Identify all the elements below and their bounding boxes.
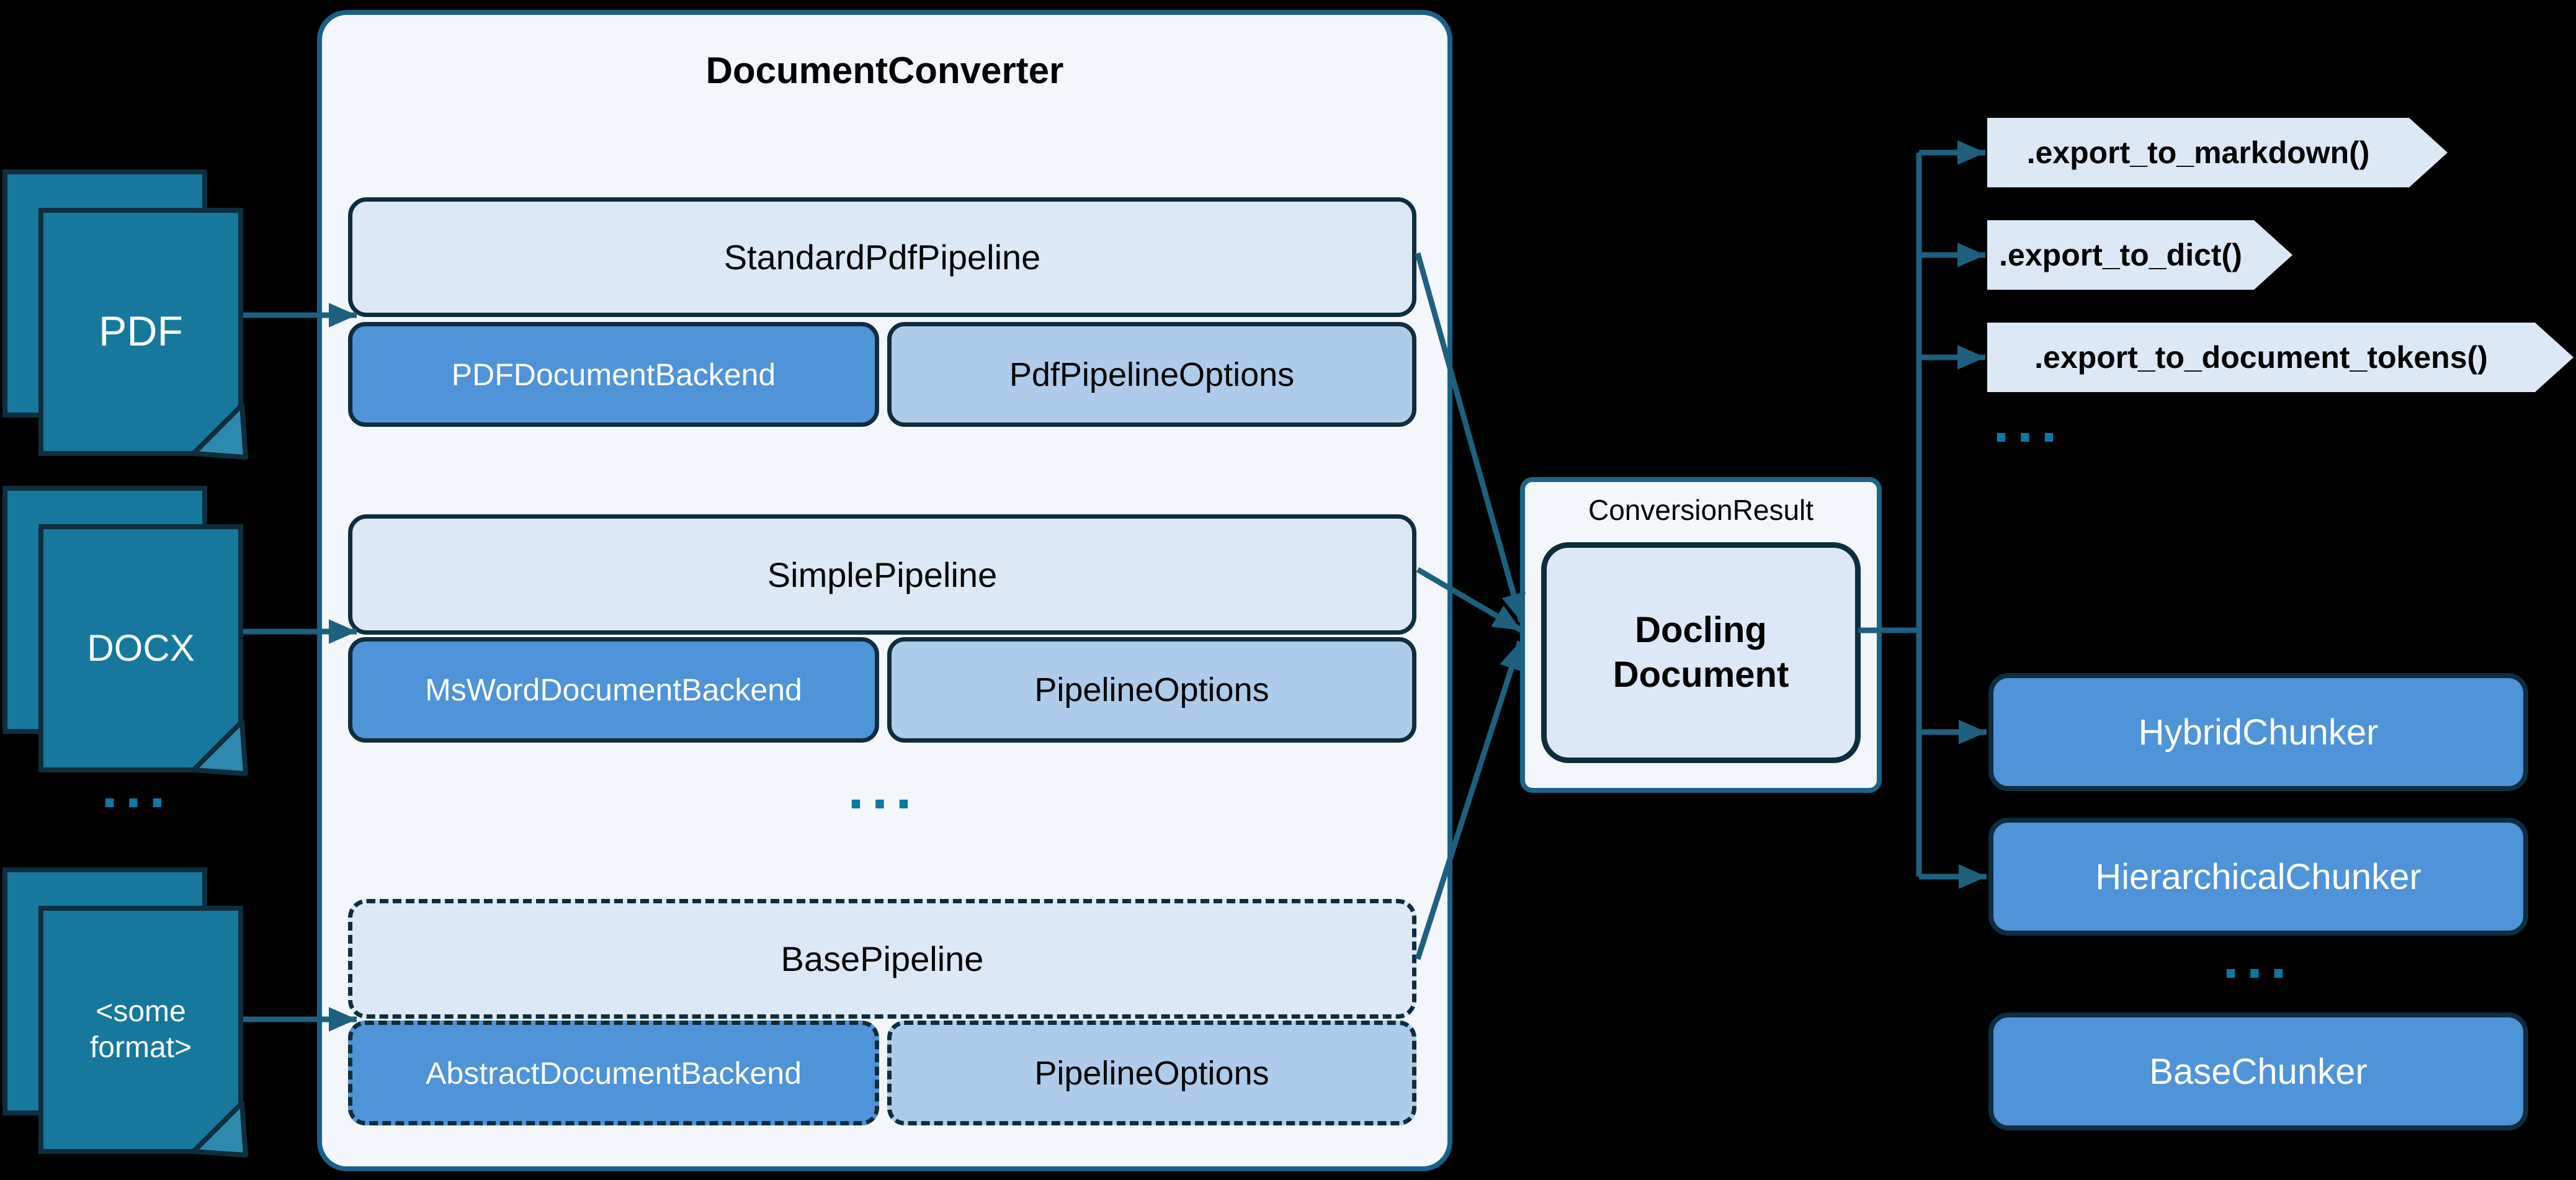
pipeline-group-base: BasePipeline AbstractDocumentBackend Pip… xyxy=(348,899,1416,1125)
docling-document-label-line2: Document xyxy=(1612,655,1789,695)
conversion-result-label: ConversionResult xyxy=(1588,494,1814,526)
base-pipeline-subrow: AbstractDocumentBackend PipelineOptions xyxy=(348,1021,1416,1125)
export-to-dict-shape: .export_to_dict() xyxy=(1987,220,2292,290)
base-pipeline-options-label: PipelineOptions xyxy=(1034,1054,1269,1092)
source-pdf: PDF xyxy=(2,169,248,460)
base-chunker-box: BaseChunker xyxy=(1988,1012,2528,1130)
exports-ellipsis: ... xyxy=(1993,389,2065,455)
standard-pdf-pipeline-label: StandardPdfPipeline xyxy=(723,238,1041,277)
chunkers-ellipsis: ... xyxy=(2222,925,2294,991)
simple-pipeline-label: SimplePipeline xyxy=(767,555,998,594)
pdf-front-page: PDF xyxy=(38,208,243,456)
hierarchical-chunker-label: HierarchicalChunker xyxy=(2095,856,2422,897)
pipeline-options-label: PipelineOptions xyxy=(1034,671,1269,708)
docling-document-box: Docling Document xyxy=(1541,542,1861,763)
page-fold-icon xyxy=(191,719,248,776)
some-format-label-line2: format> xyxy=(89,1031,192,1064)
docx-label: DOCX xyxy=(87,627,195,669)
base-pipeline-options-box: PipelineOptions xyxy=(887,1021,1416,1125)
abstract-document-backend-label: AbstractDocumentBackend xyxy=(426,1055,802,1091)
pdf-document-backend-box: PDFDocumentBackend xyxy=(348,322,879,427)
hierarchical-chunker-box: HierarchicalChunker xyxy=(1988,818,2528,936)
some-format-label-line1: <some xyxy=(96,995,186,1029)
abstract-document-backend-box: AbstractDocumentBackend xyxy=(348,1021,879,1125)
source-docx: DOCX xyxy=(2,486,248,776)
export-to-document-tokens-label: .export_to_document_tokens() xyxy=(2034,340,2488,375)
some-format-front-page: <some format> xyxy=(38,906,243,1154)
base-chunker-label: BaseChunker xyxy=(2149,1051,2368,1092)
conversion-result-box: ConversionResult Docling Document xyxy=(1520,477,1882,793)
export-to-document-tokens-shape: .export_to_document_tokens() xyxy=(1987,323,2574,392)
ms-word-document-backend-box: MsWordDocumentBackend xyxy=(348,637,879,743)
export-to-dict-label: .export_to_dict() xyxy=(1999,238,2242,272)
hybrid-chunker-box: HybridChunker xyxy=(1988,673,2528,791)
pipeline-group-standard-pdf: StandardPdfPipeline PDFDocumentBackend P… xyxy=(348,197,1416,427)
source-some-format: <some format> xyxy=(2,867,248,1158)
simple-pipeline-box: SimplePipeline xyxy=(348,514,1416,635)
sources-ellipsis: ... xyxy=(101,754,173,820)
export-to-markdown-label: .export_to_markdown() xyxy=(2026,135,2370,170)
base-pipeline-label: BasePipeline xyxy=(780,939,984,978)
document-converter-title: DocumentConverter xyxy=(705,50,1064,91)
document-converter-container: DocumentConverter StandardPdfPipeline PD… xyxy=(317,10,1452,1171)
simple-pipeline-subrow: MsWordDocumentBackend PipelineOptions xyxy=(348,637,1416,743)
pdf-label: PDF xyxy=(99,308,183,355)
page-fold-icon xyxy=(191,403,248,460)
pipeline-options-box: PipelineOptions xyxy=(887,637,1416,743)
pdf-pipeline-options-box: PdfPipelineOptions xyxy=(887,322,1416,427)
page-fold-icon xyxy=(191,1101,248,1158)
docling-document-label-line1: Docling xyxy=(1635,609,1767,650)
docx-front-page: DOCX xyxy=(38,524,243,772)
standard-pdf-pipeline-box: StandardPdfPipeline xyxy=(348,197,1416,317)
ms-word-document-backend-label: MsWordDocumentBackend xyxy=(425,673,802,707)
pdf-pipeline-options-label: PdfPipelineOptions xyxy=(1009,355,1295,393)
standard-pdf-pipeline-subrow: PDFDocumentBackend PdfPipelineOptions xyxy=(348,322,1416,427)
export-to-markdown-shape: .export_to_markdown() xyxy=(1987,118,2448,187)
hybrid-chunker-label: HybridChunker xyxy=(2138,712,2379,753)
base-pipeline-box: BasePipeline xyxy=(348,899,1416,1019)
pipeline-group-simple: SimplePipeline MsWordDocumentBackend Pip… xyxy=(348,514,1416,743)
pdf-document-backend-label: PDFDocumentBackend xyxy=(451,357,776,392)
converter-ellipsis: ... xyxy=(847,756,919,821)
